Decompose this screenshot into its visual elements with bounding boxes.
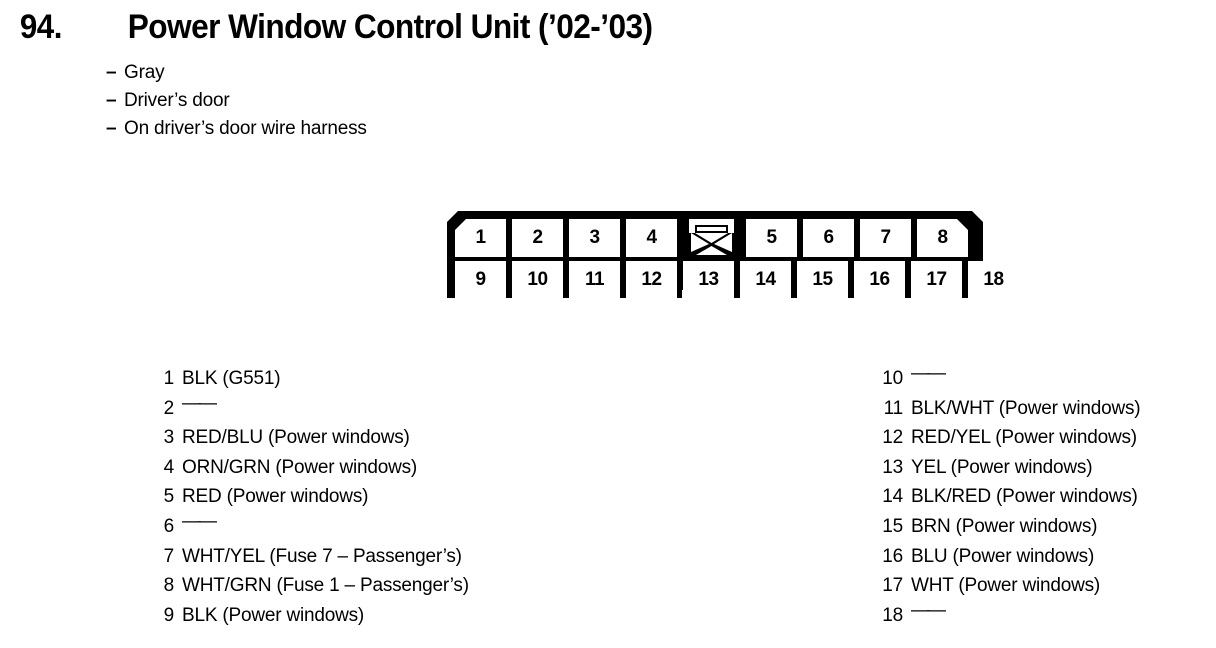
pin-list-item: 1 BLK (G551)	[160, 364, 469, 394]
bullet-dash-icon: –	[106, 90, 117, 111]
pin-number: 14	[882, 486, 903, 508]
pin-list-right: 10 —— 11 BLK/WHT (Power windows) 12 RED/YEL (…	[878, 363, 1141, 631]
connector-attributes-list: –Gray–Driver’s door–On driver’s door wir…	[106, 59, 1198, 143]
pin-list-item: 5 RED (Power windows)	[160, 482, 469, 512]
pin-number: 2	[163, 397, 175, 419]
connector-pin-cell: 3	[569, 219, 620, 257]
connector-attribute-label: Gray	[124, 62, 165, 83]
pin-number: 1	[163, 368, 175, 389]
pin-number: 9	[163, 604, 175, 626]
bullet-dash-icon: –	[106, 62, 117, 83]
pin-description: WHT (Power windows)	[911, 575, 1101, 597]
pin-description: BLU (Power windows)	[911, 545, 1095, 567]
pin-description: BRN (Power windows)	[911, 515, 1098, 537]
pin-number: 11	[883, 397, 904, 419]
pin-list-item: 7 WHT/YEL (Fuse 7 – Passenger’s)	[160, 542, 469, 572]
pin-number: 15	[882, 515, 903, 537]
pin-unused-marker: ——	[182, 510, 217, 532]
pin-list-item: 18 ——	[878, 600, 1140, 631]
connector-pin-cell: 5	[746, 219, 797, 257]
pin-description: BLK/WHT (Power windows)	[911, 397, 1141, 419]
pin-number: 16	[882, 545, 903, 567]
connector-pin-cell: 4	[626, 219, 677, 257]
pin-description: RED/YEL (Power windows)	[911, 427, 1137, 449]
connector-pin-cell: 15	[797, 261, 848, 298]
pin-description: ORN/GRN (Power windows)	[182, 456, 418, 478]
pin-number: 3	[163, 427, 175, 449]
pin-number: 4	[163, 456, 175, 478]
pin-unused-marker: ——	[182, 392, 217, 414]
pin-number: 18	[882, 604, 903, 626]
pin-number: 7	[163, 545, 175, 567]
connector-pin-cell: 12	[626, 261, 677, 298]
connector-pin-cell: 6	[803, 219, 854, 257]
pin-number: 10	[882, 368, 903, 389]
connector-attribute-label: On driver’s door wire harness	[124, 118, 367, 139]
pin-list-item: 17 WHT (Power windows)	[878, 571, 1140, 601]
pin-number: 5	[163, 486, 175, 508]
connector-attribute-item: –Gray	[106, 59, 1198, 87]
section-number: 94.	[19, 8, 63, 46]
pin-list-item: 9 BLK (Power windows)	[160, 601, 469, 631]
connector-lock-tab-icon	[683, 219, 740, 257]
pin-list-item: 13 YEL (Power windows)	[878, 453, 1140, 483]
connector-pin-cell: 10	[512, 261, 563, 298]
pin-list-item: 8 WHT/GRN (Fuse 1 – Passenger’s)	[160, 571, 469, 601]
pin-list-item: 12 RED/YEL (Power windows)	[878, 423, 1140, 453]
connector-pin-cell: 18	[968, 261, 1019, 298]
pin-list-item: 6 ——	[160, 511, 469, 542]
pin-number: 17	[882, 575, 903, 597]
pin-list-item: 11 BLK/WHT (Power windows)	[878, 394, 1141, 424]
bullet-dash-icon: –	[106, 118, 117, 139]
pin-list-item: 3 RED/BLU (Power windows)	[160, 423, 469, 453]
pin-number: 12	[882, 427, 903, 449]
pin-description: BLK/RED (Power windows)	[911, 486, 1138, 508]
connector-pin-cell: 13	[683, 261, 734, 298]
pin-list-item: 15 BRN (Power windows)	[878, 512, 1140, 542]
page-header: 94. Power Window Control Unit (’02-’03) …	[18, 8, 1198, 143]
pin-list-item: 16 BLU (Power windows)	[878, 542, 1140, 572]
connector-attribute-item: –Driver’s door	[106, 87, 1198, 115]
pin-list-item: 4 ORN/GRN (Power windows)	[160, 453, 469, 483]
connector-attribute-label: Driver’s door	[124, 90, 230, 111]
pin-list-item: 14 BLK/RED (Power windows)	[878, 482, 1140, 512]
pin-description: YEL (Power windows)	[911, 456, 1093, 478]
pin-description: BLK (G551)	[182, 368, 281, 389]
pin-number: 6	[163, 515, 175, 537]
connector-pin-cell: 17	[911, 261, 962, 298]
page-title: 94. Power Window Control Unit (’02-’03)	[18, 8, 1198, 47]
connector-pin-cell: 11	[569, 261, 620, 298]
pin-number: 13	[882, 456, 903, 478]
connector-pin-cell: 1	[455, 219, 506, 257]
pin-list-item: 10 ——	[878, 363, 1140, 394]
connector-attribute-item: –On driver’s door wire harness	[106, 115, 1198, 143]
connector-pin-cell: 8	[917, 219, 968, 257]
pin-description: RED/BLU (Power windows)	[182, 427, 410, 449]
connector-pin-cell: 2	[512, 219, 563, 257]
pin-description: WHT/GRN (Fuse 1 – Passenger’s)	[182, 575, 469, 597]
section-title: Power Window Control Unit (’02-’03)	[127, 8, 653, 46]
pin-description: RED (Power windows)	[182, 486, 369, 508]
pin-description: WHT/YEL (Fuse 7 – Passenger’s)	[182, 545, 462, 567]
pin-number: 8	[163, 575, 175, 597]
pin-list-item: 2 ——	[160, 393, 469, 424]
pin-unused-marker: ——	[911, 363, 946, 384]
connector-pin-cell: 9	[455, 261, 506, 298]
connector-pin-cell: 16	[854, 261, 905, 298]
pin-description: BLK (Power windows)	[182, 604, 365, 626]
connector-pin-cell: 14	[740, 261, 791, 298]
connector-pin-cell: 7	[860, 219, 911, 257]
pin-unused-marker: ——	[911, 599, 946, 621]
